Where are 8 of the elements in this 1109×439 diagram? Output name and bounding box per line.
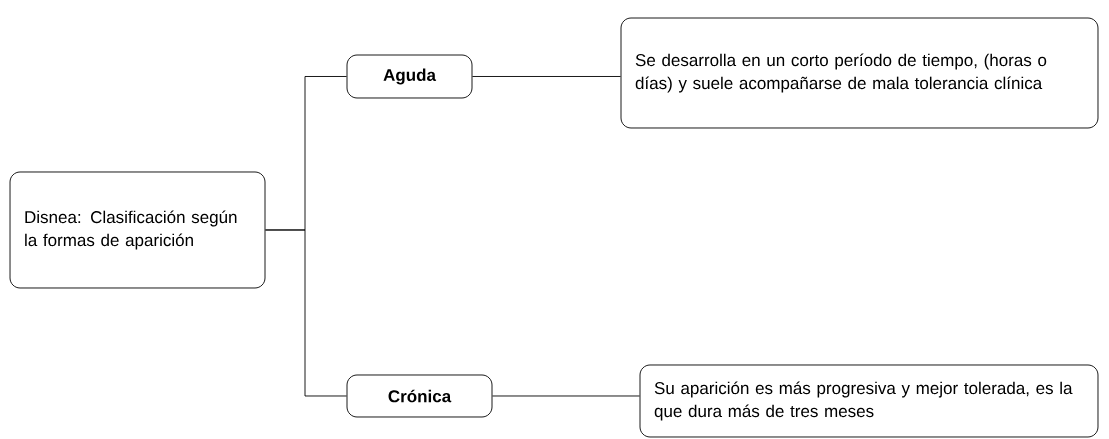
connector-line — [265, 229, 347, 397]
connector-line — [472, 76, 621, 77]
description-box: Su aparición es más progresiva y mejor tolerada, es la que dura más de tres meses — [639, 364, 1099, 438]
category-box: Crónica — [346, 374, 493, 418]
topic-box: Disnea: Clasificación según la formas de aparición — [9, 171, 266, 289]
category-box: Aguda — [346, 54, 473, 99]
connector-line — [492, 395, 640, 397]
description-box: Se desarrolla en un corto período de tiempo, (horas o días) y suele acompañarse de mala tolerancia clínica — [620, 17, 1099, 129]
